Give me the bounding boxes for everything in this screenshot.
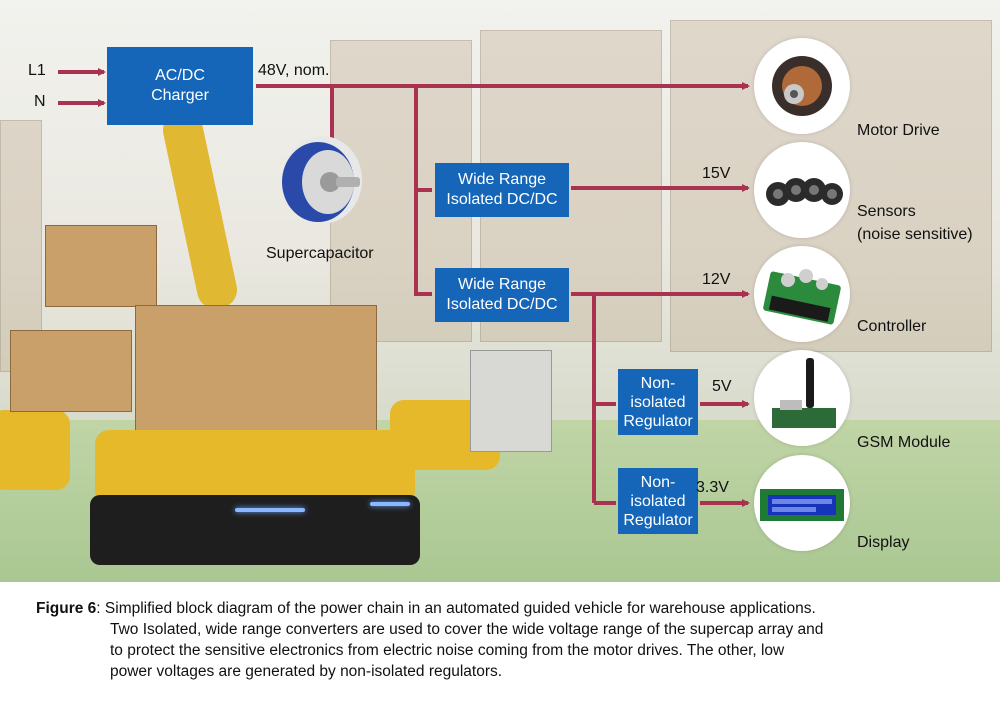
motor-icon [772,56,832,116]
agv-light [235,508,305,512]
gsm-module-image [754,350,850,446]
non-isolated-regulator-block-1: Non- isolated Regulator [618,369,698,435]
sensors-image [754,142,850,238]
controller-board-icon [763,269,841,325]
sensors-icon [766,178,843,206]
supercapacitor-label: Supercapacitor [266,245,374,262]
block-label: AC/DC [155,67,205,84]
voltage-label-controller: 12V [702,271,731,288]
bus-to-iso1 [414,86,432,192]
block-label: Wide Range [457,276,547,293]
block-label: Regulator [623,412,693,430]
block-label: Regulator [623,511,693,529]
block-label: Non- [640,374,676,392]
main-cargo-box [135,305,377,447]
motor-drive-image [754,38,850,134]
caption-text-2: Two Isolated, wide range converters are … [110,621,824,638]
figure-label: Figure 6 [36,600,97,617]
caption-text-1: : Simplified block diagram of the power … [96,600,816,617]
load-label-sensors-line2: (noise sensitive) [857,226,973,243]
input-label-n: N [34,93,46,110]
voltage-label-sensors: 15V [702,165,731,182]
load-label-controller: Controller [857,318,927,335]
agv-background-left [0,410,70,490]
bus-to-iso2 [414,190,432,296]
controller-image [754,246,850,342]
supercapacitor-icon [282,136,362,224]
isolated-dcdc-block-2: Wide Range Isolated DC/DC [435,268,569,322]
main-agv-base [90,495,420,565]
caption-text-3: to protect the sensitive electronics fro… [110,642,785,659]
cargo-box [45,225,157,307]
cargo-box [10,330,132,412]
power-wiring [58,68,750,507]
gsm-module-icon [772,358,836,428]
non-isolated-regulator-block-2: Non- isolated Regulator [618,468,698,534]
block-label: Charger [151,87,209,104]
ac-dc-charger-block: AC/DC Charger [107,47,253,125]
load-label-gsm-module: GSM Module [857,434,951,451]
block-label: isolated [630,393,686,411]
input-label-l1: L1 [28,62,46,79]
electrical-cabinet [470,350,552,452]
block-label: Isolated DC/DC [446,296,558,313]
load-label-sensors-line1: Sensors [857,203,916,220]
agv-light [370,502,410,506]
voltage-label-bus: 48V, nom. [258,62,330,79]
isolated-dcdc-block-1: Wide Range Isolated DC/DC [435,163,569,217]
load-label-motor-drive: Motor Drive [857,122,940,139]
voltage-label-gsm: 5V [712,378,732,395]
voltage-label-display: 3.3V [696,479,729,496]
block-label: isolated [630,492,686,510]
main-agv-body [95,430,415,505]
block-label: Wide Range [457,171,547,188]
figure-caption: Figure 6: Simplified block diagram of th… [36,598,976,682]
lcd-display-icon [760,489,844,521]
caption-text-4: power voltages are generated by non-isol… [110,663,503,680]
block-label: Non- [640,473,676,491]
load-label-display: Display [857,534,910,551]
display-image [754,455,850,551]
block-label: Isolated DC/DC [446,191,558,208]
caption-line: Figure 6: Simplified block diagram of th… [36,600,816,617]
load-label-sensors: Sensors (noise sensitive) [857,200,973,246]
